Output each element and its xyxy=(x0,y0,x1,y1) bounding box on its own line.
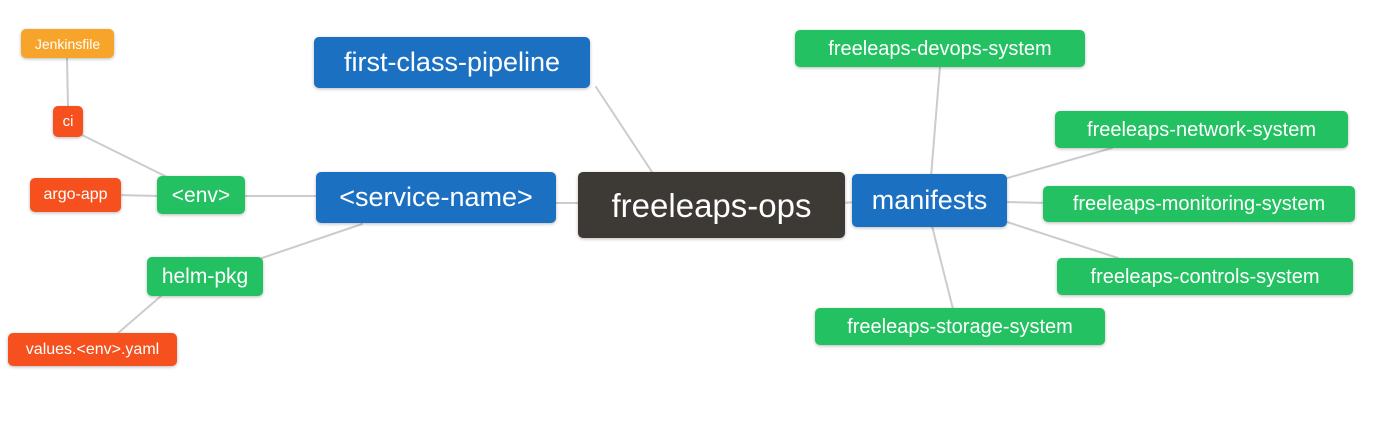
edge-values-env-yaml--helm-pkg xyxy=(116,295,162,335)
edge-manifests--freeleaps-storage-system xyxy=(931,225,954,310)
node-jenkinsfile[interactable]: Jenkinsfile xyxy=(21,29,114,58)
node-manifests[interactable]: manifests xyxy=(852,174,1007,227)
edge-first-class-pipeline--freeleaps-ops xyxy=(595,86,655,176)
edge-argo-app--env xyxy=(117,194,161,197)
node-service-name[interactable]: <service-name> xyxy=(316,172,556,223)
node-freeleaps-devops-system[interactable]: freeleaps-devops-system xyxy=(795,30,1085,67)
node-first-class-pipeline[interactable]: first-class-pipeline xyxy=(314,37,590,88)
node-argo-app[interactable]: argo-app xyxy=(30,178,121,212)
edge-helm-pkg--service-name xyxy=(261,223,363,259)
edge-jenkinsfile--ci xyxy=(66,57,69,108)
edge-freeleaps-devops-system--manifests xyxy=(930,65,941,178)
node-env[interactable]: <env> xyxy=(157,176,245,214)
edge-manifests--freeleaps-controls-system xyxy=(1003,220,1119,259)
node-helm-pkg[interactable]: helm-pkg xyxy=(147,257,263,296)
edge-manifests--freeleaps-monitoring-system xyxy=(1003,201,1048,204)
node-freeleaps-monitoring-system[interactable]: freeleaps-monitoring-system xyxy=(1043,186,1355,222)
node-freeleaps-controls-system[interactable]: freeleaps-controls-system xyxy=(1057,258,1353,295)
node-ci[interactable]: ci xyxy=(53,106,83,137)
node-values-env-yaml[interactable]: values.<env>.yaml xyxy=(8,333,177,366)
node-freeleaps-ops[interactable]: freeleaps-ops xyxy=(578,172,845,238)
node-freeleaps-network-system[interactable]: freeleaps-network-system xyxy=(1055,111,1348,148)
node-freeleaps-storage-system[interactable]: freeleaps-storage-system xyxy=(815,308,1105,345)
edge-manifests--freeleaps-network-system xyxy=(1003,147,1113,180)
edge-ci--env xyxy=(81,134,176,182)
